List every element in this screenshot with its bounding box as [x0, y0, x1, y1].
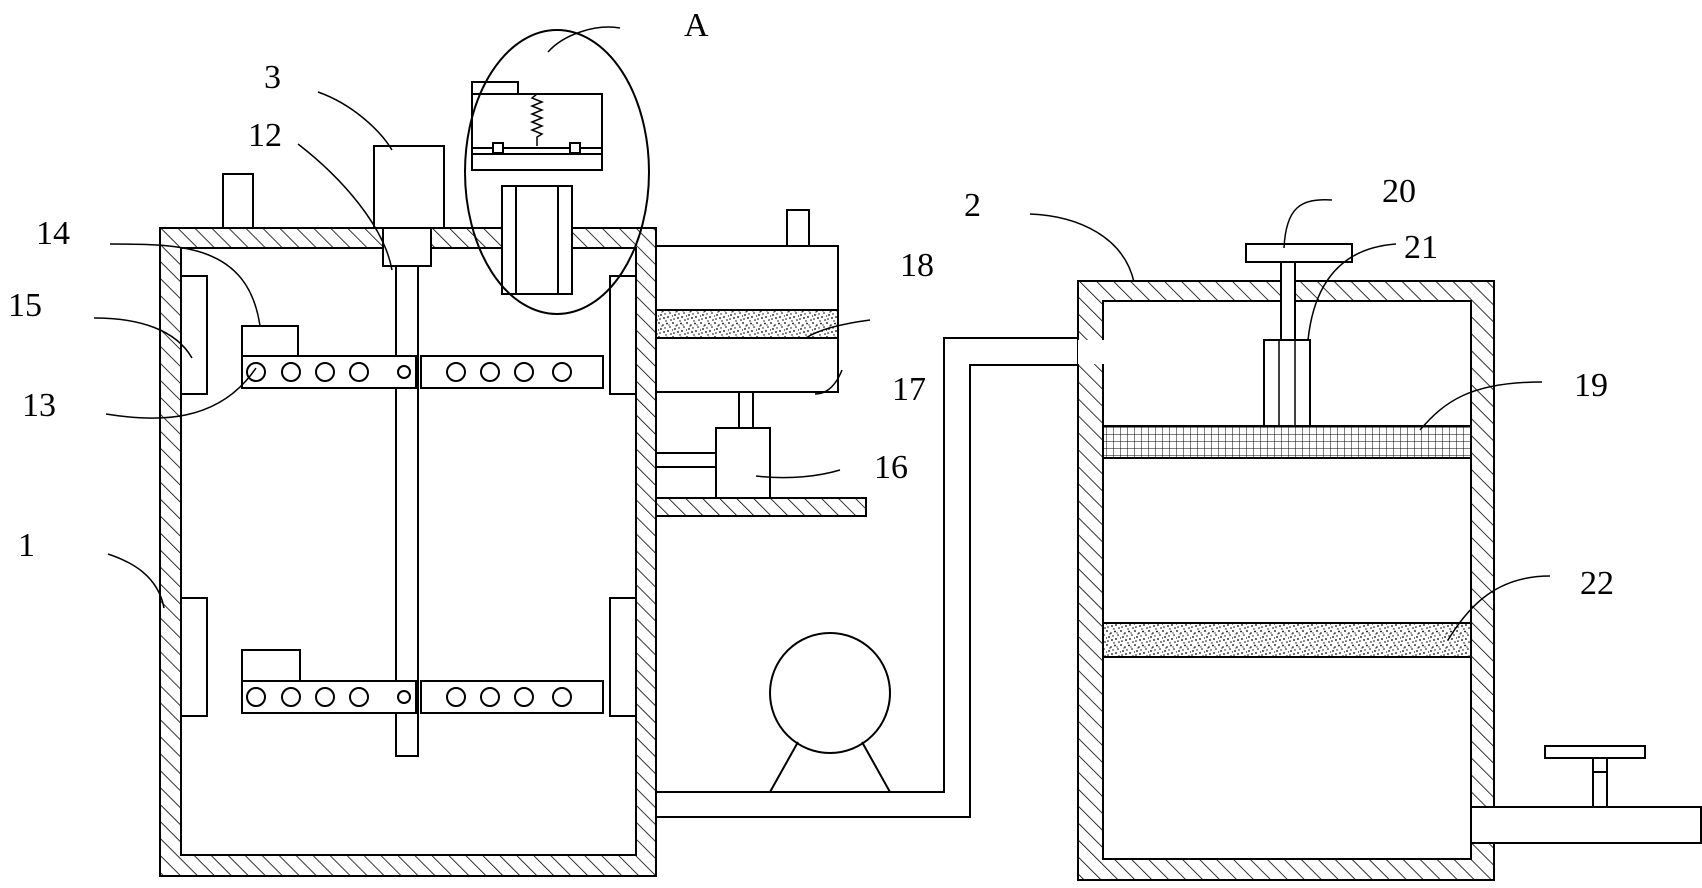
- motor-3: [373, 145, 445, 229]
- mesh-layer-19: [1102, 425, 1472, 459]
- spring: [529, 93, 545, 146]
- stirring-arm-lower-right: [420, 680, 604, 714]
- label-17: 17: [892, 371, 926, 408]
- stirring-arm-upper-right: [420, 355, 604, 389]
- label-16: 16: [874, 449, 908, 486]
- stirring-arm-13: [241, 355, 417, 389]
- cylinder-16: [715, 427, 771, 499]
- scraper-block-14: [241, 325, 299, 357]
- label-19: 19: [1574, 367, 1608, 404]
- handwheel-20: [1245, 243, 1353, 263]
- inlet-pipe: [222, 173, 254, 229]
- cylinder-rod: [738, 391, 754, 429]
- pump: [769, 632, 891, 793]
- side-plate-right-lower: [609, 597, 637, 717]
- latch-right: [569, 142, 581, 154]
- arm-holes-lower: [246, 687, 572, 707]
- latch-left: [492, 142, 504, 154]
- label-20: 20: [1382, 173, 1416, 210]
- block-21: [1263, 339, 1311, 427]
- label-1: 1: [18, 527, 35, 564]
- label-14: 14: [36, 215, 70, 252]
- label-22: 22: [1580, 565, 1614, 602]
- pump-body: [769, 632, 891, 754]
- pipe-inner: [656, 364, 1103, 818]
- feed-port-detail-a: [464, 29, 650, 315]
- label-21: 21: [1404, 229, 1438, 266]
- leader-lines: [93, 26, 1551, 641]
- pipe-outer: [656, 337, 1103, 793]
- valve-handle: [1544, 745, 1646, 759]
- label-2: 2: [964, 187, 981, 224]
- labels: A 3 12 14 15 13 1 18 17 16 2 20 21 19 22: [8, 7, 1614, 602]
- valve-stem: [1592, 770, 1608, 808]
- stirring-assembly: [241, 145, 604, 757]
- arm-holes-upper: [246, 362, 572, 382]
- stirring-arm-lower-left: [241, 680, 417, 714]
- label-a: A: [684, 7, 709, 44]
- filter-layer-18: [655, 309, 839, 339]
- tank-2: [1077, 243, 1702, 881]
- feed-sleeve-inner: [515, 185, 559, 295]
- screw-rod: [1280, 261, 1296, 341]
- side-plate-lower-left: [180, 597, 208, 717]
- label-3: 3: [264, 59, 281, 96]
- support-shelf: [655, 497, 867, 517]
- side-plate-right-upper: [609, 275, 637, 395]
- label-15: 15: [8, 287, 42, 324]
- cylinder-mount: [655, 452, 717, 468]
- filter-box: [655, 209, 867, 517]
- side-plate-15: [180, 275, 208, 395]
- filter-layer-22: [1102, 622, 1472, 658]
- scraper-block-lower: [241, 649, 301, 682]
- detail-circle-a: [464, 29, 650, 315]
- label-13: 13: [22, 387, 56, 424]
- filter-box-vent: [786, 209, 810, 247]
- label-12: 12: [248, 117, 282, 154]
- cover-tab: [471, 81, 519, 95]
- label-18: 18: [900, 247, 934, 284]
- outlet-pipe: [1470, 806, 1702, 844]
